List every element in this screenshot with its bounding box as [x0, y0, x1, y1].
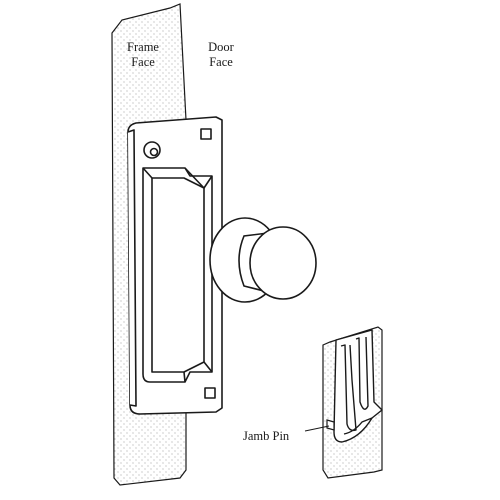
door-face-label: Door Face — [198, 40, 244, 70]
door-face-label-line2: Face — [209, 55, 233, 69]
jamb-pin-label: Jamb Pin — [243, 429, 290, 443]
latch-guard-plate — [127, 116, 223, 415]
door-knob — [209, 217, 317, 303]
frame-face-label-line1: Frame — [127, 40, 159, 54]
screw-hole — [143, 141, 161, 159]
jamb-pin-inset — [322, 326, 383, 479]
frame-face-label-line2: Face — [131, 55, 155, 69]
knob-ball — [249, 226, 317, 300]
square-slot-top — [200, 128, 212, 140]
door-face-label-line1: Door — [208, 40, 234, 54]
square-slot-bottom — [204, 387, 216, 399]
jamb-pin — [326, 419, 335, 431]
frame-face-label: Frame Face — [118, 40, 168, 70]
jamb-pin-leader — [304, 425, 330, 432]
